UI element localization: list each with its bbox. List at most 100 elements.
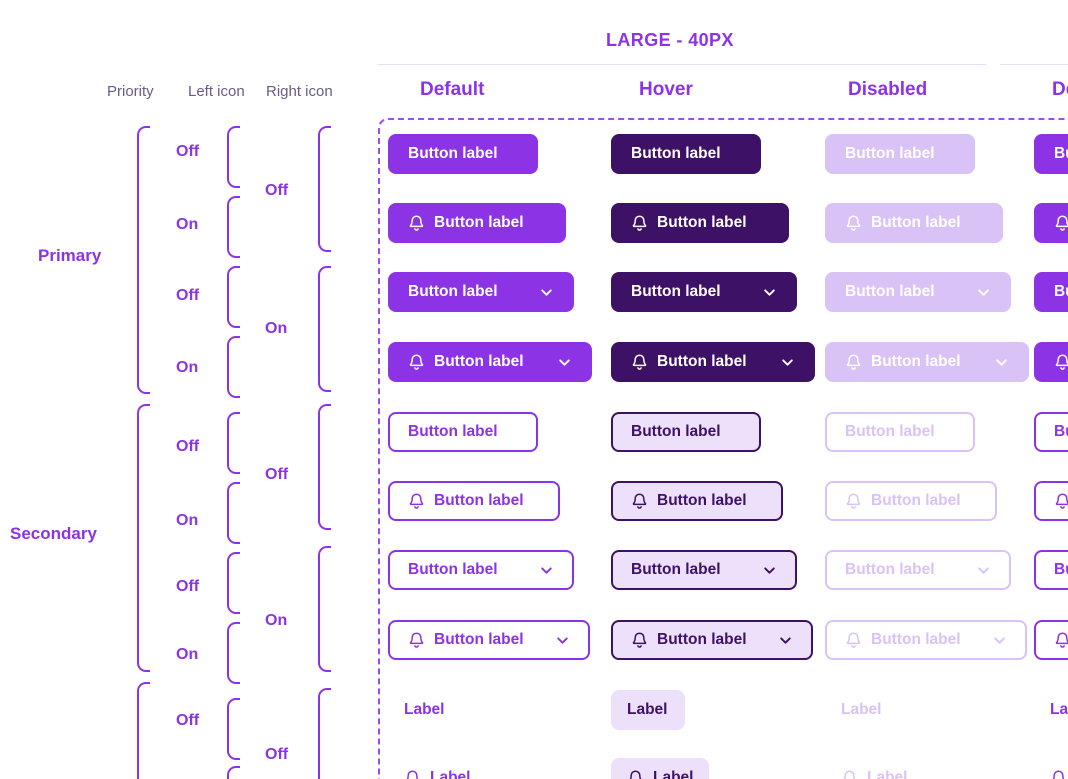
header-divider-left bbox=[378, 64, 986, 65]
button-secondary-default[interactable]: Button label bbox=[388, 481, 560, 521]
button-primary-hover[interactable]: Button label bbox=[611, 342, 815, 382]
button-primary-default[interactable]: Button label bbox=[388, 272, 574, 312]
button-secondary-default[interactable]: Button label bbox=[388, 412, 538, 452]
left-icon-bracket bbox=[227, 766, 240, 779]
column-header-default: Default bbox=[420, 79, 485, 100]
button-label-text: Button label bbox=[631, 283, 721, 301]
button-secondary-default[interactable]: Button label bbox=[1034, 620, 1068, 660]
button-secondary-disabled: Button label bbox=[825, 412, 975, 452]
button-primary-disabled: Button label bbox=[825, 203, 1003, 243]
button-label-text: Label bbox=[867, 769, 908, 779]
button-tertiary-default[interactable]: Label bbox=[1034, 758, 1068, 779]
bell-icon bbox=[408, 492, 425, 510]
button-primary-hover[interactable]: Button label bbox=[611, 203, 789, 243]
bell-icon bbox=[845, 492, 862, 510]
header-divider-right bbox=[1000, 64, 1068, 65]
bell-icon bbox=[1054, 631, 1068, 649]
button-label-text: Button label bbox=[434, 492, 524, 510]
button-primary-hover[interactable]: Button label bbox=[611, 272, 797, 312]
bell-icon bbox=[1054, 214, 1068, 232]
chevron-down-icon bbox=[762, 563, 777, 578]
priority-bracket-tertiary bbox=[137, 682, 150, 779]
button-primary-default[interactable]: Button label bbox=[1034, 134, 1068, 174]
button-label-text: Button label bbox=[631, 145, 721, 163]
left-icon-state-label: Off bbox=[176, 287, 200, 304]
right-icon-bracket bbox=[318, 688, 331, 779]
bell-icon bbox=[845, 353, 862, 371]
button-primary-disabled: Button label bbox=[825, 272, 1011, 312]
axis-header-left-icon: Left icon bbox=[188, 83, 245, 100]
button-secondary-hover[interactable]: Button label bbox=[611, 412, 761, 452]
button-primary-default[interactable]: Button label bbox=[388, 203, 566, 243]
button-label-text: Button label bbox=[657, 353, 747, 371]
right-icon-bracket bbox=[318, 266, 331, 392]
button-secondary-hover[interactable]: Button label bbox=[611, 550, 797, 590]
left-icon-bracket bbox=[227, 266, 240, 328]
button-secondary-disabled: Button label bbox=[825, 550, 1011, 590]
button-primary-default[interactable]: Button label bbox=[388, 134, 538, 174]
left-icon-bracket bbox=[227, 196, 240, 258]
button-tertiary-default[interactable]: Label bbox=[388, 690, 462, 730]
button-label-text: Button label bbox=[845, 283, 935, 301]
button-secondary-hover[interactable]: Button label bbox=[611, 481, 783, 521]
button-secondary-default[interactable]: Button label bbox=[388, 620, 590, 660]
button-tertiary-disabled: Label bbox=[825, 690, 899, 730]
left-icon-state-label: Off bbox=[176, 438, 200, 455]
left-icon-bracket bbox=[227, 698, 240, 760]
button-label-text: Label bbox=[841, 701, 882, 719]
bell-icon bbox=[845, 214, 862, 232]
button-primary-default[interactable]: Button label bbox=[1034, 203, 1068, 243]
column-header-de: De bbox=[1052, 79, 1068, 100]
bell-icon bbox=[627, 769, 644, 779]
button-secondary-default[interactable]: Button label bbox=[1034, 550, 1068, 590]
button-label-text: Button label bbox=[408, 561, 498, 579]
chevron-down-icon bbox=[976, 563, 991, 578]
button-label-text: Button label bbox=[631, 423, 721, 441]
bell-icon bbox=[1054, 492, 1068, 510]
bell-icon bbox=[845, 631, 862, 649]
chevron-down-icon bbox=[976, 285, 991, 300]
chevron-down-icon bbox=[992, 633, 1007, 648]
button-label-text: Button label bbox=[657, 214, 747, 232]
button-tertiary-default[interactable]: Label bbox=[1034, 690, 1068, 730]
column-header-hover: Hover bbox=[639, 79, 693, 100]
button-label-text: Button label bbox=[408, 283, 498, 301]
right-icon-bracket bbox=[318, 126, 331, 252]
button-secondary-default[interactable]: Button label bbox=[388, 550, 574, 590]
button-label-text: Label bbox=[404, 701, 445, 719]
chevron-down-icon bbox=[762, 285, 777, 300]
button-label-text: Button label bbox=[657, 492, 747, 510]
left-icon-state-label: On bbox=[176, 646, 199, 663]
left-icon-state-label: On bbox=[176, 359, 199, 376]
axis-header-right-icon: Right icon bbox=[266, 83, 333, 100]
chevron-down-icon bbox=[555, 633, 570, 648]
button-tertiary-default[interactable]: Label bbox=[388, 758, 486, 779]
right-icon-bracket bbox=[318, 404, 331, 530]
button-primary-default[interactable]: Button label bbox=[1034, 272, 1068, 312]
button-secondary-default[interactable]: Button label bbox=[1034, 412, 1068, 452]
button-primary-default[interactable]: Button label bbox=[388, 342, 592, 382]
button-label-text: Button label bbox=[434, 214, 524, 232]
button-label-text: Label bbox=[653, 769, 694, 779]
chevron-down-icon bbox=[778, 633, 793, 648]
button-secondary-default[interactable]: Button label bbox=[1034, 481, 1068, 521]
right-icon-state-label: Off bbox=[265, 466, 289, 483]
button-label-text: Button label bbox=[434, 353, 524, 371]
button-tertiary-hover[interactable]: Label bbox=[611, 690, 685, 730]
button-tertiary-hover[interactable]: Label bbox=[611, 758, 709, 779]
left-icon-bracket bbox=[227, 622, 240, 684]
button-label-text: Button label bbox=[845, 145, 935, 163]
column-header-disabled: Disabled bbox=[848, 79, 928, 100]
left-icon-state-label: On bbox=[176, 216, 199, 233]
bell-icon bbox=[631, 353, 648, 371]
button-label-text: Button label bbox=[871, 492, 961, 510]
group-label-primary: Primary bbox=[38, 246, 102, 265]
button-primary-hover[interactable]: Button label bbox=[611, 134, 761, 174]
chevron-down-icon bbox=[539, 285, 554, 300]
button-label-text: Button label bbox=[657, 631, 747, 649]
button-label-text: Button label bbox=[871, 214, 961, 232]
button-secondary-hover[interactable]: Button label bbox=[611, 620, 813, 660]
button-label-text: Button label bbox=[1054, 561, 1068, 579]
button-label-text: Button label bbox=[1054, 423, 1068, 441]
button-primary-default[interactable]: Button label bbox=[1034, 342, 1068, 382]
